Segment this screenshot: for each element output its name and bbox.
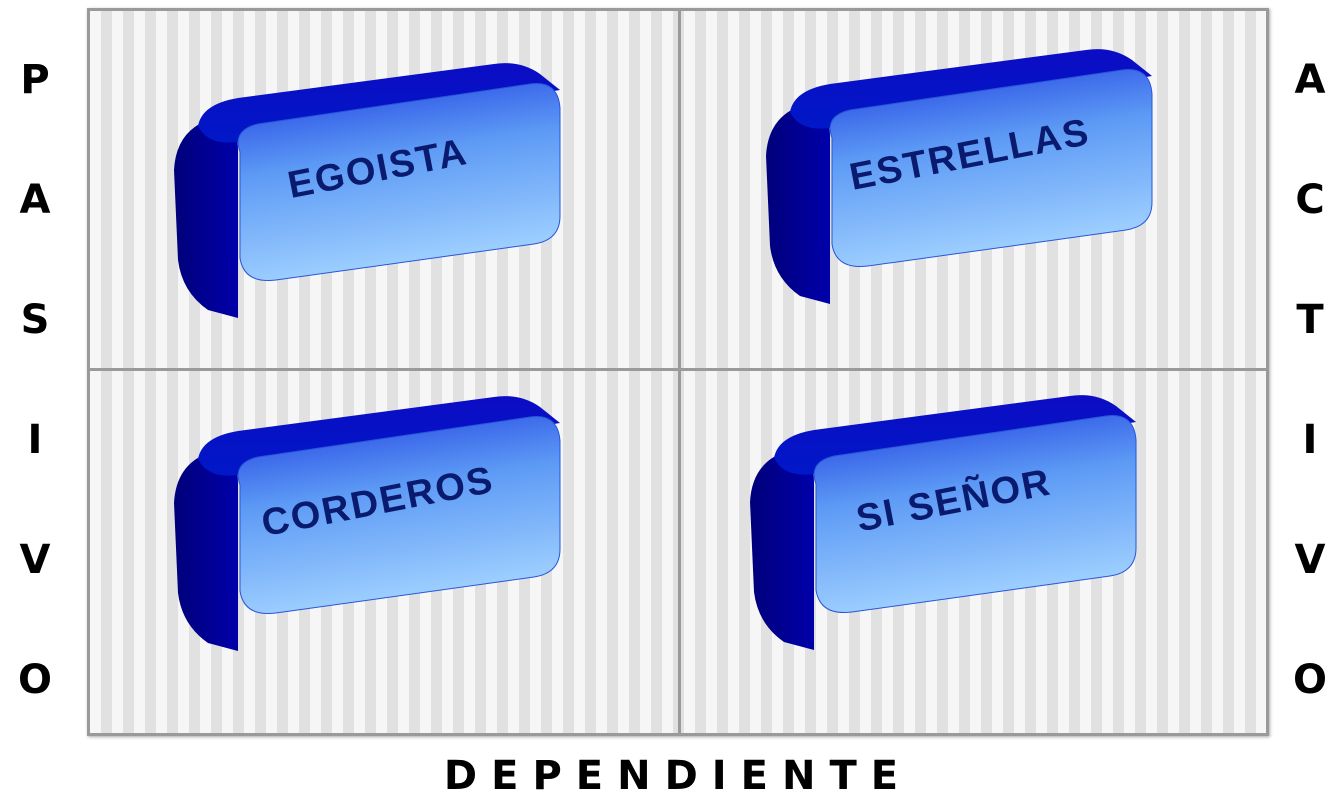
quadrant-block-si-senor: SI SEÑOR [744, 392, 1164, 650]
block-side-face [174, 120, 238, 318]
block-front-face [237, 83, 561, 282]
block-shape [174, 396, 561, 651]
left-axis-letter: O [17, 657, 52, 703]
right-axis-letter: V [1294, 537, 1326, 583]
quadrant-block-egoista: EGOISTA [168, 60, 588, 318]
left-axis-letter: I [27, 417, 43, 463]
left-axis-letter: V [19, 537, 51, 583]
left-axis-letter: P [20, 57, 50, 103]
right-axis-label: A C T I V O [1280, 60, 1335, 700]
right-axis-letter: C [1295, 177, 1325, 223]
block-front-face [813, 415, 1137, 614]
quadrant-block-estrellas: ESTRELLAS [760, 46, 1180, 304]
right-axis-letter: I [1302, 417, 1318, 463]
block-side-face [766, 106, 830, 304]
block-shape [750, 395, 1137, 650]
horizontal-divider [90, 368, 1266, 371]
left-axis-label: P A S I V O [5, 60, 65, 700]
left-axis-letter: S [20, 297, 50, 343]
right-axis-letter: A [1294, 57, 1326, 103]
block-front-face [237, 416, 561, 615]
block-front-face [829, 69, 1153, 268]
block-shape [766, 49, 1153, 304]
vertical-divider [678, 11, 681, 733]
right-axis-letter: O [1292, 657, 1327, 703]
quadrant-block-corderos: CORDEROS [168, 393, 588, 651]
right-axis-letter: T [1296, 297, 1324, 343]
left-axis-letter: A [19, 177, 51, 223]
block-shape [174, 63, 561, 318]
block-side-face [750, 452, 814, 650]
bottom-axis-label: DEPENDIENTE [443, 753, 913, 799]
block-side-face [174, 453, 238, 651]
